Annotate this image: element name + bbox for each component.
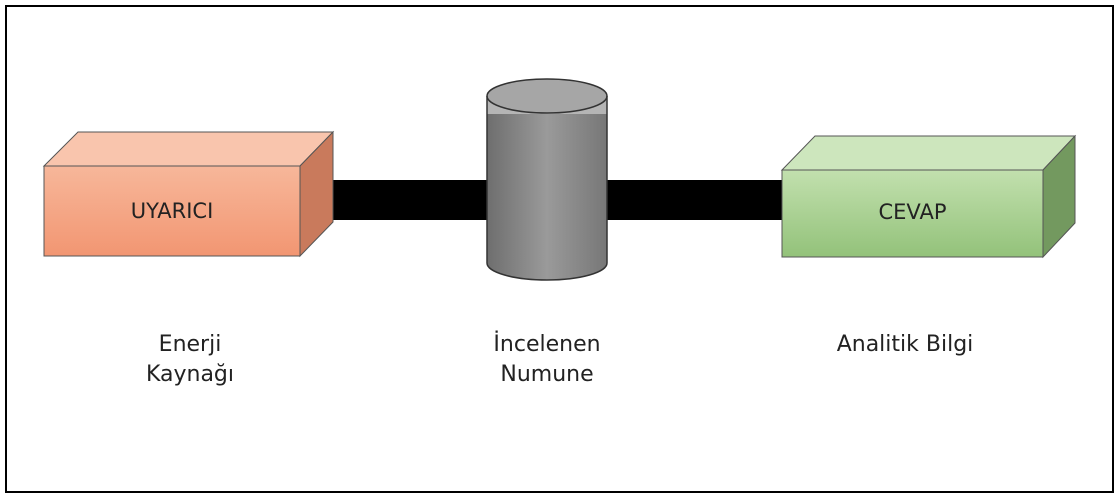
response-box — [780, 134, 1077, 259]
diagram-frame — [5, 5, 1114, 493]
connector-right — [605, 180, 782, 220]
response-box-label: CEVAP — [878, 200, 947, 224]
sample-caption-line1: İncelenen — [493, 332, 601, 357]
source-caption-line1: Enerji — [158, 332, 222, 357]
source-box-label: UYARICI — [130, 199, 214, 223]
response-caption: Analitik Bilgi — [805, 330, 1005, 360]
sample-caption-line2: Numune — [500, 362, 594, 387]
source-caption-line2: Kaynağı — [145, 362, 235, 387]
source-box — [42, 130, 335, 258]
sample-cylinder — [486, 78, 608, 281]
source-caption: Enerji Kaynağı — [90, 330, 290, 390]
response-caption-line1: Analitik Bilgi — [836, 332, 974, 357]
connector-left — [318, 180, 488, 220]
sample-caption: İncelenen Numune — [447, 330, 647, 390]
